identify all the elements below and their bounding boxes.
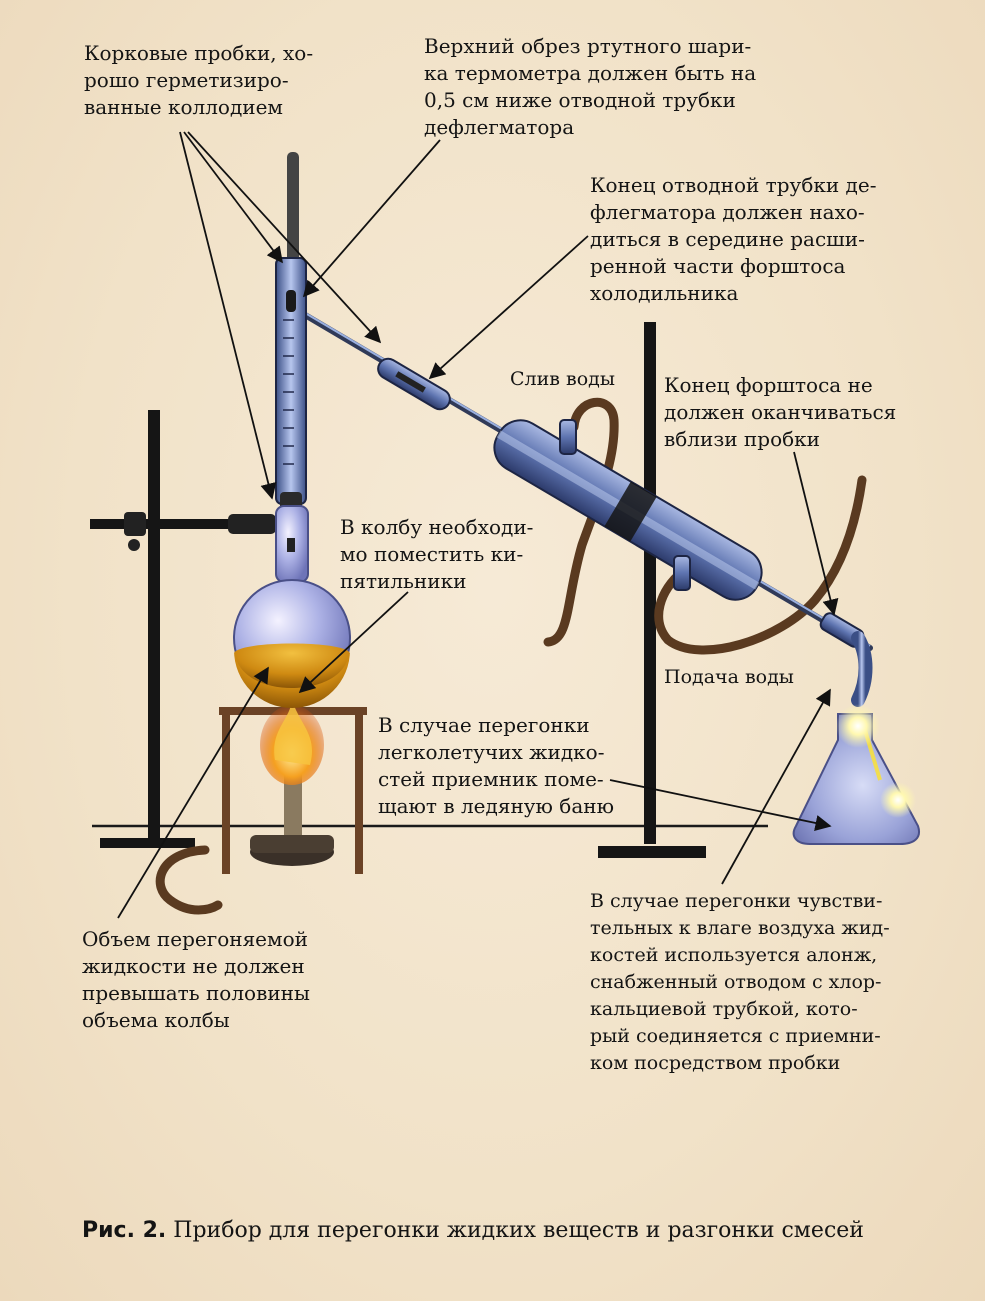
figure-caption: Рис. 2. Прибор для перегонки жидких веще… bbox=[82, 1216, 942, 1246]
thermometer-top bbox=[287, 152, 299, 264]
label-water-in-text: Подача воды bbox=[664, 666, 794, 688]
label-forshtos-end-line: должен оканчиваться bbox=[664, 400, 897, 424]
label-moisture-line: костей используется алонж, bbox=[590, 944, 878, 966]
label-volume-line: превышать половины bbox=[82, 981, 310, 1005]
label-thermometer: Верхний обрез ртутного шари- ка термомет… bbox=[424, 33, 782, 141]
label-moisture-line: снабженный отводом с хлор- bbox=[590, 971, 882, 993]
label-boiling-chips-line: пятильники bbox=[340, 569, 467, 593]
label-volatile-line: легколетучих жидко- bbox=[378, 740, 605, 764]
label-thermometer-line: 0,5 см ниже отводной трубки bbox=[424, 88, 736, 112]
caption-prefix: Рис. 2. bbox=[82, 1218, 167, 1243]
label-volume-line: жидкости не должен bbox=[82, 954, 305, 978]
label-water-in: Подача воды bbox=[664, 664, 814, 691]
label-water-out: Слив воды bbox=[510, 366, 640, 393]
label-moisture-line: В случае перегонки чувстви- bbox=[590, 890, 883, 912]
label-volume-line: объема колбы bbox=[82, 1008, 230, 1032]
label-moisture-line: рый соединяется с приемни- bbox=[590, 1025, 881, 1047]
label-outlet-tube-line: Конец отводной трубки де- bbox=[590, 173, 877, 197]
label-forshtos-end-line: Конец форштоса не bbox=[664, 373, 873, 397]
burner bbox=[250, 700, 334, 866]
label-corks-line: ванные коллодием bbox=[84, 95, 283, 119]
fractionating-column bbox=[275, 152, 307, 510]
label-corks-line: рошо герметизиро- bbox=[84, 68, 289, 92]
label-boiling-chips-line: В колбу необходи- bbox=[340, 515, 534, 539]
label-moisture-line: тельных к влаге воздуха жид- bbox=[590, 917, 890, 939]
label-moisture: В случае перегонки чувстви- тельных к вл… bbox=[590, 888, 918, 1077]
label-volatile-line: щают в ледяную баню bbox=[378, 794, 615, 818]
label-forshtos-end: Конец форштоса не должен оканчиваться вб… bbox=[664, 372, 922, 453]
label-volume: Объем перегоняемой жидкости не должен пр… bbox=[82, 926, 330, 1034]
label-moisture-line: ком посредством пробки bbox=[590, 1052, 841, 1074]
label-boiling-chips: В колбу необходи- мо поместить ки- пятил… bbox=[340, 514, 568, 595]
left-stand bbox=[90, 410, 276, 848]
label-outlet-tube-line: холодильника bbox=[590, 281, 739, 305]
annotation-arrows bbox=[117, 131, 839, 919]
label-thermometer-line: ка термометра должен быть на bbox=[424, 61, 757, 85]
condenser bbox=[297, 309, 873, 707]
receiver-flask bbox=[792, 704, 920, 845]
caption-text: Прибор для перегонки жидких веществ и ра… bbox=[173, 1218, 864, 1243]
label-thermometer-line: дефлегматора bbox=[424, 115, 575, 139]
right-stand bbox=[598, 322, 706, 858]
label-forshtos-end-line: вблизи пробки bbox=[664, 427, 820, 451]
label-water-out-text: Слив воды bbox=[510, 368, 615, 390]
label-outlet-tube-line: флегматора должен нахо- bbox=[590, 200, 865, 224]
label-outlet-tube-line: диться в середине расши- bbox=[590, 227, 865, 251]
label-thermometer-line: Верхний обрез ртутного шари- bbox=[424, 34, 752, 58]
label-volatile: В случае перегонки легколетучих жидко- с… bbox=[378, 712, 634, 820]
label-moisture-line: кальциевой трубкой, кото- bbox=[590, 998, 858, 1020]
label-boiling-chips-line: мо поместить ки- bbox=[340, 542, 524, 566]
label-volatile-line: В случае перегонки bbox=[378, 713, 590, 737]
label-outlet-tube: Конец отводной трубки де- флегматора дол… bbox=[590, 172, 898, 307]
label-corks-line: Корковые пробки, хо- bbox=[84, 41, 314, 65]
label-outlet-tube-line: ренной части форштоса bbox=[590, 254, 846, 278]
label-corks: Корковые пробки, хо- рошо герметизиро- в… bbox=[84, 40, 332, 121]
label-volatile-line: стей приемник поме- bbox=[378, 767, 604, 791]
distillation-flask bbox=[233, 505, 351, 708]
label-volume-line: Объем перегоняемой bbox=[82, 927, 308, 951]
